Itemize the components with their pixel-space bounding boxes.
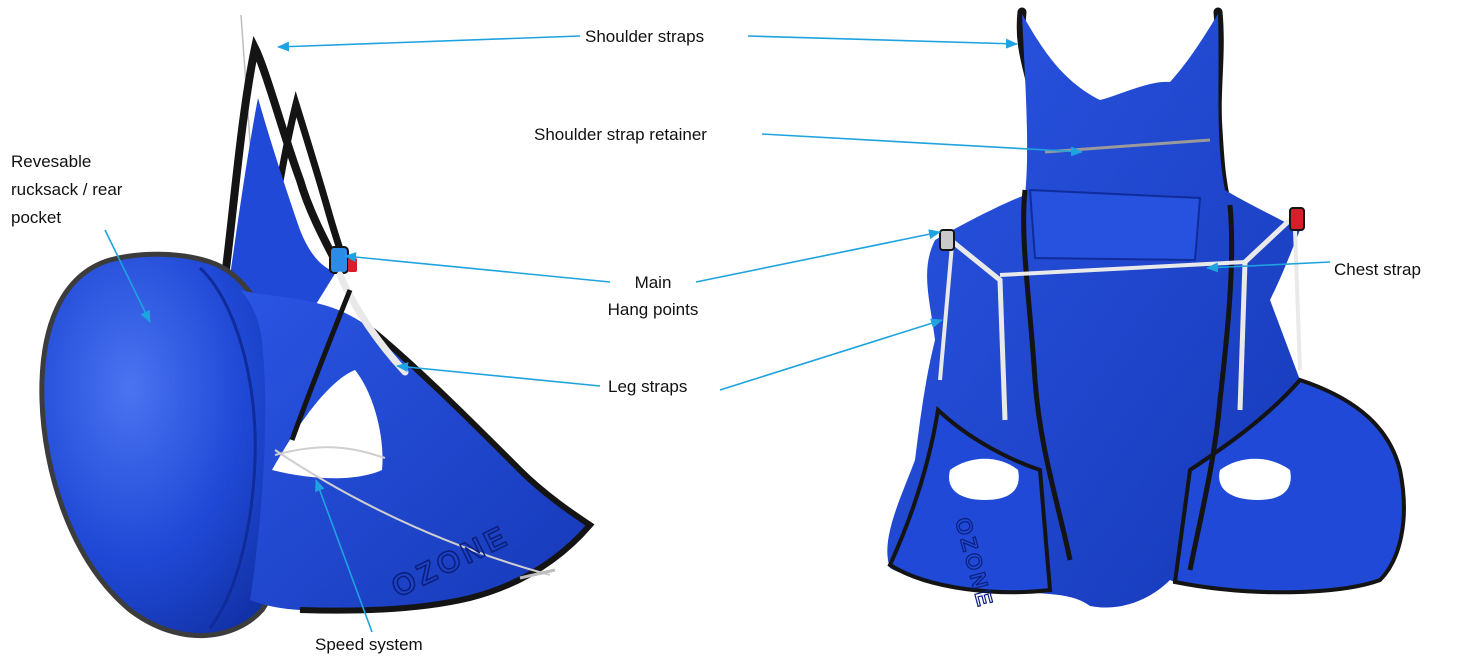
hang-point-buckle	[348, 258, 357, 272]
hang-point-buckle-left	[940, 230, 954, 250]
leader-main-hang-right	[696, 232, 940, 282]
label-rucksack-line1: Revesable	[11, 152, 91, 171]
leader-shoulder-straps-left	[278, 36, 580, 47]
label-shoulder-strap-retainer: Shoulder strap retainer	[534, 125, 707, 144]
left-harness-side-view: OZONE	[42, 15, 590, 636]
label-shoulder-straps: Shoulder straps	[585, 27, 704, 46]
label-rucksack-line3: pocket	[11, 208, 61, 227]
leader-shoulder-straps-right	[748, 36, 1017, 44]
label-main-hang-line1: Main	[635, 273, 672, 292]
label-main-hang-line2: Hang points	[608, 300, 699, 319]
hang-point-buckle-right	[1290, 208, 1304, 230]
label-speed-system: Speed system	[315, 635, 423, 654]
right-harness-front-view: OZONE	[887, 12, 1404, 611]
label-leg-straps: Leg straps	[608, 377, 687, 396]
main-hang-point-carabiner	[330, 247, 348, 273]
right-leg-strap-right	[1295, 230, 1300, 370]
label-rucksack-line2: rucksack / rear	[11, 180, 123, 199]
leg-opening-left	[949, 459, 1019, 500]
leader-leg-straps-right	[720, 320, 942, 390]
leader-main-hang-left	[345, 256, 610, 282]
back-zip-panel	[1030, 190, 1200, 260]
label-chest-strap: Chest strap	[1334, 260, 1421, 279]
leg-opening-right	[1219, 459, 1291, 500]
